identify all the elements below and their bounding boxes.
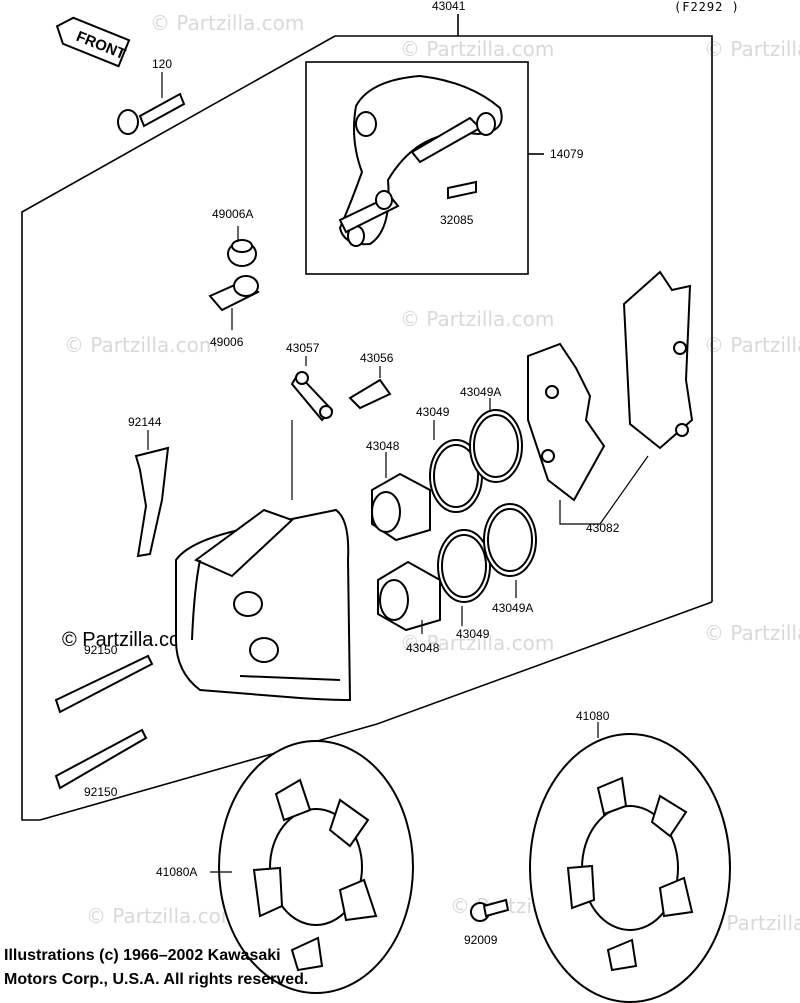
part-label: 49006 xyxy=(210,335,244,349)
part-label: 43048 xyxy=(366,439,400,453)
copyright-line-2: Motors Corp., U.S.A. All rights reserved… xyxy=(4,971,309,988)
part-label: 14079 xyxy=(550,147,584,161)
watermark-dark: © Partzilla.com xyxy=(62,629,197,651)
part-label: 43049 xyxy=(456,627,490,641)
watermark-text: © Partzilla.com xyxy=(64,333,218,357)
brake-pads-43082 xyxy=(527,270,694,525)
bleeder-parts xyxy=(208,226,260,330)
part-label: 43041 xyxy=(432,0,466,13)
watermark-text: © Partzilla.com xyxy=(704,37,800,61)
part-label: 120 xyxy=(152,57,172,71)
part-label: 92150 xyxy=(84,643,118,657)
pistons-seals xyxy=(371,398,537,634)
part-label: 92150 xyxy=(84,785,118,799)
bolt-120 xyxy=(117,72,186,135)
part-label: 43048 xyxy=(406,641,440,655)
bolt-92009 xyxy=(470,898,510,922)
part-label: 92144 xyxy=(128,415,162,429)
part-label: 41080 xyxy=(576,709,610,723)
brake-disc-41080A xyxy=(218,740,414,994)
copyright-line-1: Illustrations (c) 1966–2002 Kawasaki xyxy=(4,947,281,964)
bracket-box xyxy=(305,61,544,275)
part-label: 49006A xyxy=(212,207,253,221)
front-arrow-icon: FRONT xyxy=(55,16,131,68)
part-label: 43049A xyxy=(492,601,533,615)
caliper-body xyxy=(175,420,352,702)
small-parts xyxy=(290,356,392,422)
figure-code: (F2292 ) xyxy=(674,0,740,14)
part-label: 43049 xyxy=(416,405,450,419)
part-label: 92009 xyxy=(464,933,498,947)
brake-disc-41080 xyxy=(529,722,731,1003)
watermark-text: © Partzilla.com xyxy=(150,11,304,35)
watermark-text: © Partzilla.com xyxy=(400,307,554,331)
part-label: 32085 xyxy=(440,213,474,227)
watermark-text: © Partzilla.com xyxy=(704,333,800,357)
watermark-text: © Partzilla.com xyxy=(704,621,800,645)
caliper-bracket xyxy=(338,74,503,247)
assembly-outline xyxy=(21,14,713,821)
copyright-notice: Illustrations (c) 1966–2002 Kawasaki Mot… xyxy=(4,944,308,992)
watermarks: © Partzilla.com © Partzilla.com © Partzi… xyxy=(62,11,800,935)
pad-spring-92144 xyxy=(134,430,170,558)
pins-92150 xyxy=(54,654,154,790)
part-labels: 43041 120 14079 32085 49006A 49006 43057… xyxy=(84,0,620,947)
part-label: 41080A xyxy=(156,865,197,879)
watermark-text: © Partzilla.com xyxy=(86,904,240,928)
part-label: 43057 xyxy=(286,341,320,355)
watermark-text: © Partzilla.com xyxy=(400,631,554,655)
part-label: 43056 xyxy=(360,351,394,365)
part-label: 43049A xyxy=(460,385,501,399)
part-label: 43082 xyxy=(586,521,620,535)
watermark-text: © Partzilla.com xyxy=(400,37,554,61)
